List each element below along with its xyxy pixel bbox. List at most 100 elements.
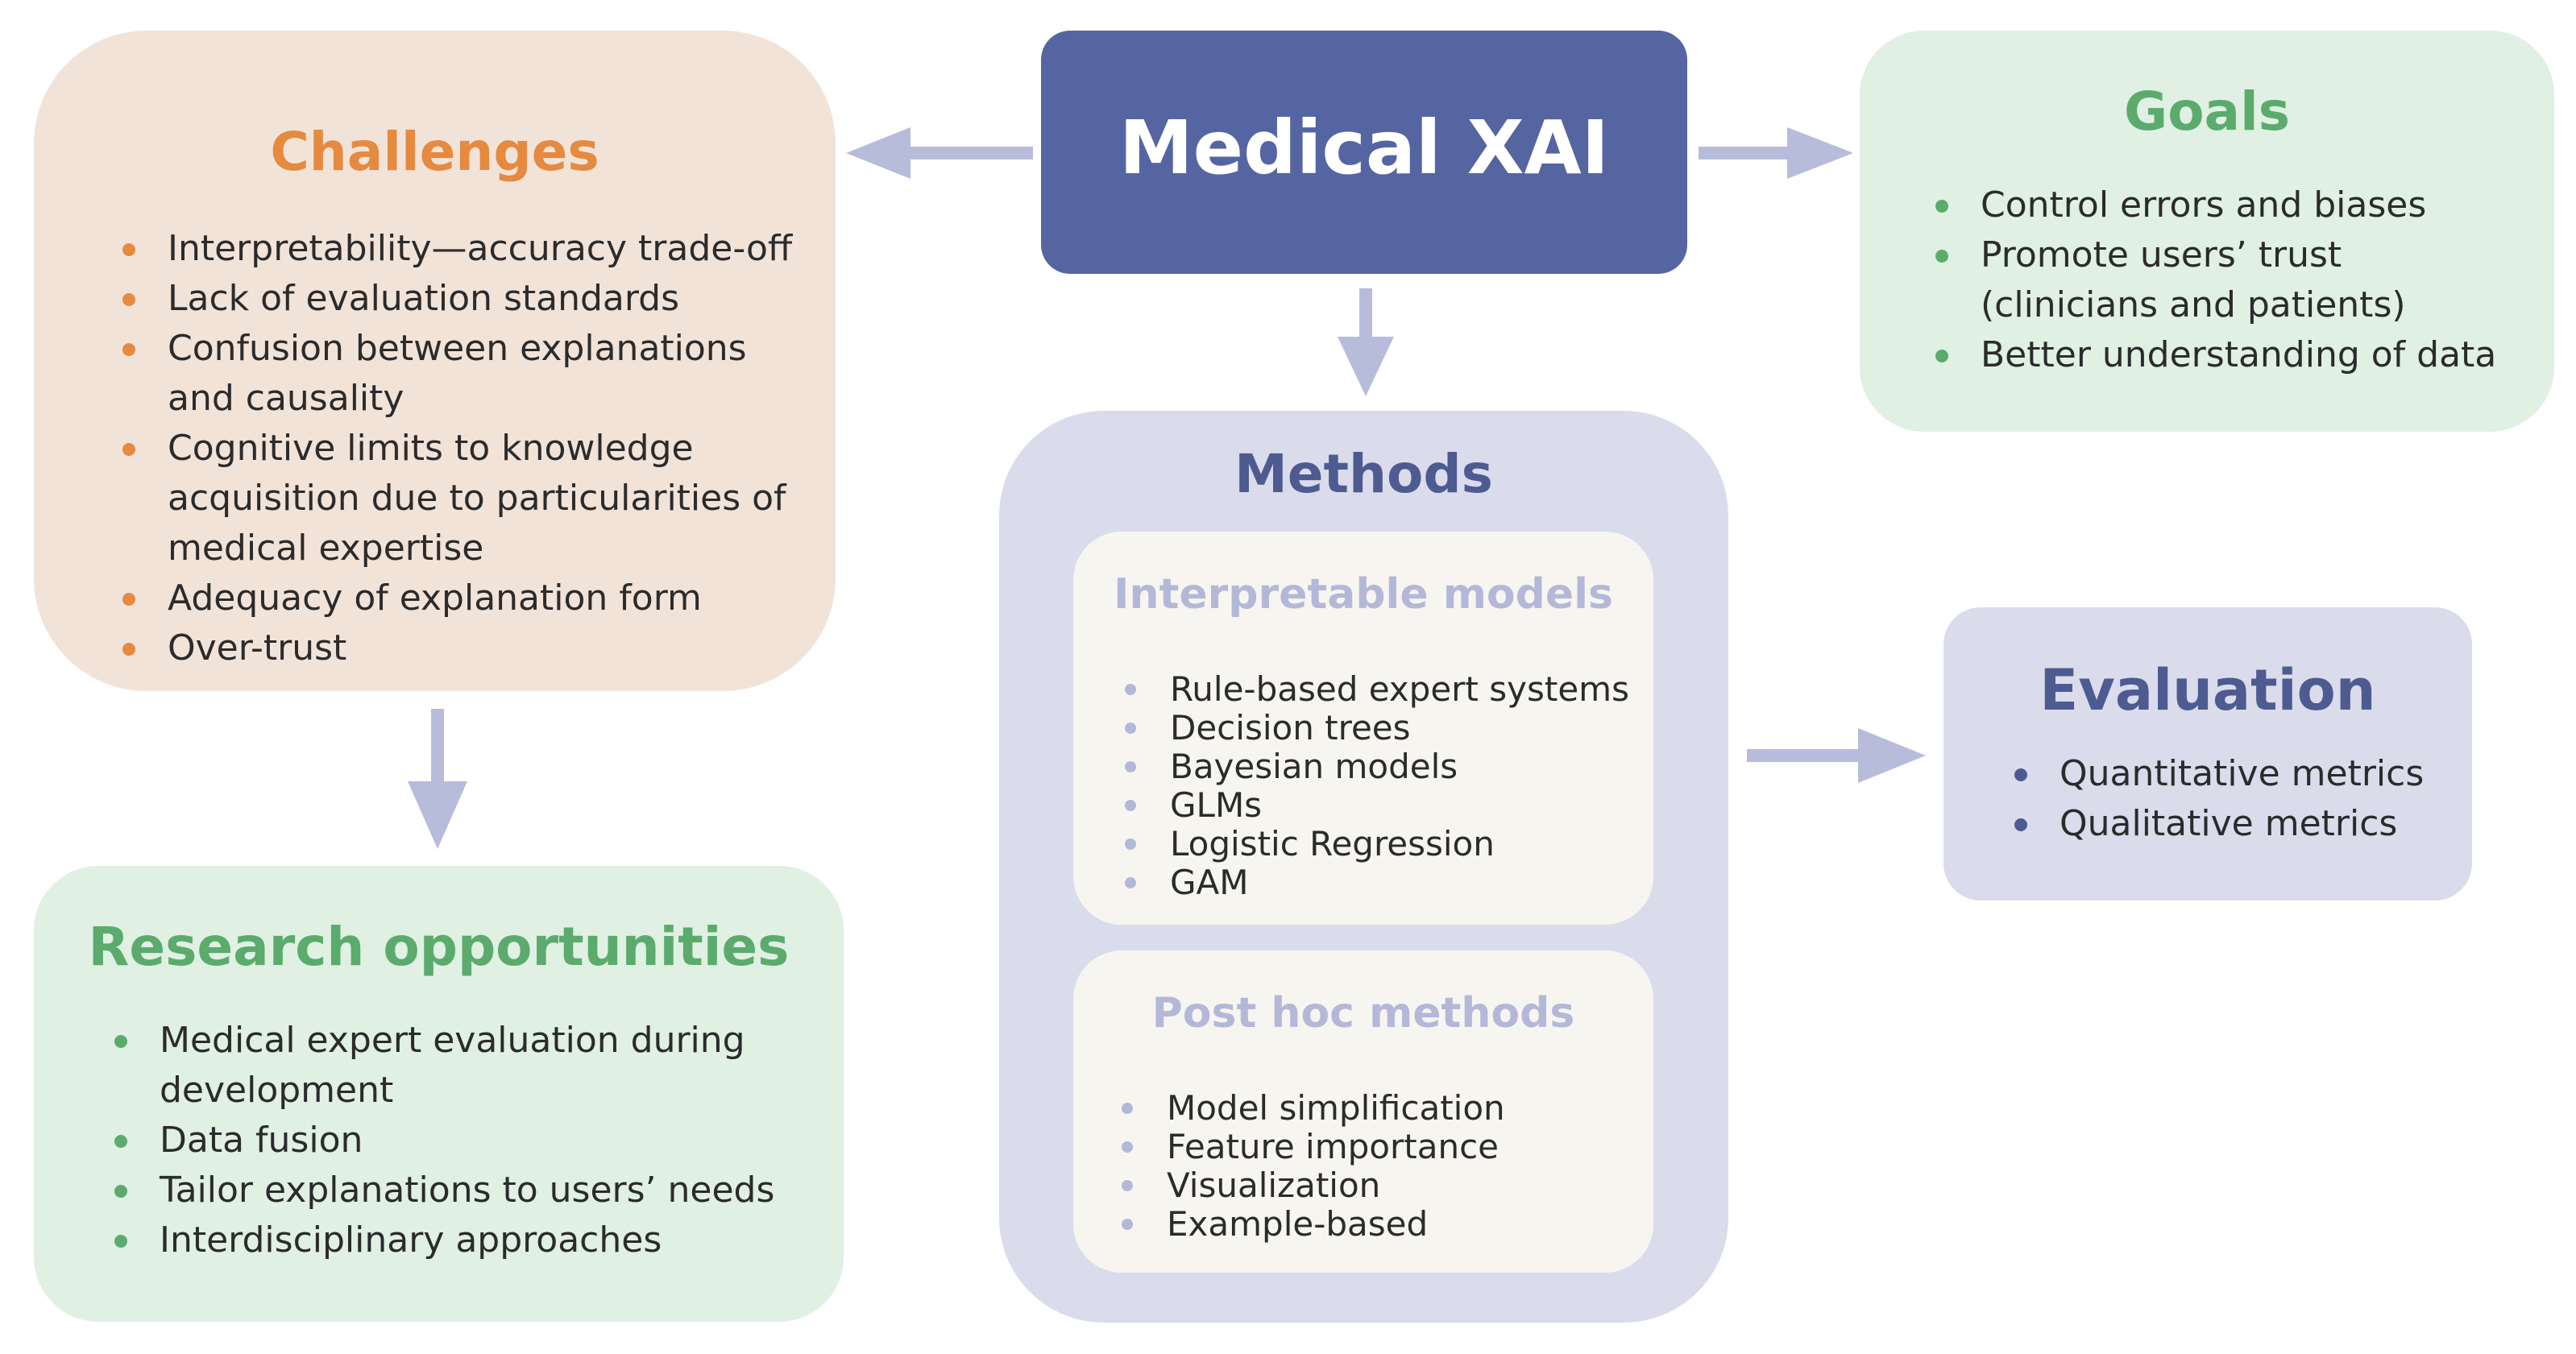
list-item: Lack of evaluation standards bbox=[122, 274, 832, 324]
challenges-box: Challenges Interpretability—accuracy tra… bbox=[34, 31, 836, 691]
research-opportunities-list: Medical expert evaluation during developm… bbox=[114, 1016, 823, 1265]
research-opportunities-box: Research opportunities Medical expert ev… bbox=[34, 866, 844, 1322]
goals-title: Goals bbox=[2124, 81, 2290, 143]
methods-box: Methods Interpretable models Rule-based … bbox=[999, 411, 1728, 1323]
list-item-text: Control errors and biases bbox=[1981, 184, 2427, 226]
bullet-icon bbox=[122, 343, 135, 356]
list-item: Over-trust bbox=[122, 623, 832, 673]
bullet-icon bbox=[1935, 200, 1948, 213]
bullet-icon bbox=[122, 293, 135, 306]
list-item: Interpretability—accuracy trade-off bbox=[122, 224, 832, 274]
arrow-to-evaluation bbox=[1747, 728, 1926, 783]
list-item-text: Decision trees bbox=[1170, 708, 1411, 747]
bullet-icon bbox=[114, 1035, 127, 1048]
bullet-icon bbox=[1122, 1180, 1133, 1191]
list-item-text: and causality bbox=[168, 378, 404, 419]
list-item-text: Confusion between explanations bbox=[168, 328, 747, 369]
bullet-icon bbox=[114, 1185, 127, 1198]
list-item: Medical expert evaluation during developm… bbox=[114, 1016, 823, 1116]
bullet-icon bbox=[1122, 1103, 1133, 1114]
list-item-text: Medical expert evaluation during bbox=[160, 1020, 745, 1061]
list-item-text: Interpretability—accuracy trade-off bbox=[168, 228, 793, 269]
interpretable-models-box: Interpretable models Rule-based expert s… bbox=[1073, 532, 1653, 925]
list-item: Feature importance bbox=[1122, 1128, 1637, 1166]
list-item-text: Cognitive limits to knowledge bbox=[168, 428, 694, 469]
list-item-text: Model simplification bbox=[1167, 1088, 1505, 1128]
list-item-text: (clinicians and patients) bbox=[1981, 284, 2406, 325]
bullet-icon bbox=[1125, 838, 1136, 850]
list-item-text: Over-trust bbox=[168, 627, 347, 669]
list-item-text: Qualitative metrics bbox=[2060, 803, 2398, 844]
arrow-to-methods bbox=[1338, 288, 1394, 396]
medical-xai-box: Medical XAI bbox=[1041, 31, 1687, 274]
list-item: GAM bbox=[1125, 863, 1641, 902]
interpretable-models-title: Interpretable models bbox=[1114, 570, 1613, 619]
list-item-text: Example-based bbox=[1167, 1204, 1429, 1244]
evaluation-title: Evaluation bbox=[2039, 657, 2376, 723]
bullet-icon bbox=[122, 443, 135, 456]
list-item-text: Promote users’ trust bbox=[1981, 234, 2342, 275]
list-item: Promote users’ trust (clinicians and pati… bbox=[1935, 230, 2548, 330]
bullet-icon bbox=[122, 643, 135, 656]
list-item-text: Data fusion bbox=[160, 1120, 363, 1161]
list-item: Model simplification bbox=[1122, 1089, 1637, 1128]
list-item-text: Interdisciplinary approaches bbox=[160, 1219, 662, 1261]
list-item: Example-based bbox=[1122, 1205, 1637, 1244]
list-item-text: medical expertise bbox=[168, 528, 484, 569]
list-item-text: Visualization bbox=[1167, 1166, 1381, 1205]
bullet-icon bbox=[1935, 250, 1948, 263]
list-item-text: GLMs bbox=[1170, 785, 1263, 825]
challenges-title: Challenges bbox=[270, 121, 599, 183]
bullet-icon bbox=[1125, 877, 1136, 888]
list-item: Visualization bbox=[1122, 1166, 1637, 1205]
list-item-text: Logistic Regression bbox=[1170, 824, 1495, 863]
list-item-text: Rule-based expert systems bbox=[1170, 669, 1629, 709]
list-item-text: Feature importance bbox=[1167, 1127, 1500, 1166]
bullet-icon bbox=[1122, 1219, 1133, 1230]
bullet-icon bbox=[122, 593, 135, 606]
list-item: Logistic Regression bbox=[1125, 825, 1641, 863]
bullet-icon bbox=[114, 1135, 127, 1148]
list-item: Control errors and biases bbox=[1935, 180, 2548, 230]
list-item-text: GAM bbox=[1170, 863, 1249, 902]
post-hoc-methods-title: Post hoc methods bbox=[1151, 989, 1575, 1037]
list-item: Tailor explanations to users’ needs bbox=[114, 1166, 823, 1215]
bullet-icon bbox=[1125, 723, 1136, 734]
list-item: Bayesian models bbox=[1125, 747, 1641, 786]
list-item-text: Better understanding of data bbox=[1981, 334, 2497, 375]
bullet-icon bbox=[1125, 800, 1136, 811]
arrow-to-research bbox=[408, 709, 467, 849]
list-item: Data fusion bbox=[114, 1116, 823, 1166]
list-item-text: Quantitative metrics bbox=[2060, 753, 2425, 794]
list-item: Confusion between explanations and causal… bbox=[122, 324, 832, 424]
list-item-text: Bayesian models bbox=[1170, 747, 1458, 786]
arrow-to-goals bbox=[1699, 127, 1853, 179]
list-item: Interdisciplinary approaches bbox=[114, 1215, 823, 1265]
bullet-icon bbox=[1122, 1141, 1133, 1153]
list-item-text: Lack of evaluation standards bbox=[168, 278, 680, 319]
list-item: Quantitative metrics bbox=[2014, 749, 2466, 799]
arrow-to-challenges bbox=[846, 127, 1033, 179]
list-item: Adequacy of explanation form bbox=[122, 573, 832, 623]
bullet-icon bbox=[1125, 684, 1136, 695]
research-opportunities-title: Research opportunities bbox=[88, 916, 790, 978]
list-item-text: Tailor explanations to users’ needs bbox=[160, 1170, 775, 1211]
bullet-icon bbox=[114, 1235, 127, 1248]
bullet-icon bbox=[2014, 768, 2027, 781]
methods-title: Methods bbox=[1234, 443, 1493, 505]
bullet-icon bbox=[1125, 761, 1136, 772]
list-item: Rule-based expert systems bbox=[1125, 670, 1641, 709]
list-item: Qualitative metrics bbox=[2014, 799, 2466, 849]
list-item-text: Adequacy of explanation form bbox=[168, 578, 702, 619]
list-item: Better understanding of data bbox=[1935, 330, 2548, 380]
list-item-text: development bbox=[160, 1070, 394, 1111]
